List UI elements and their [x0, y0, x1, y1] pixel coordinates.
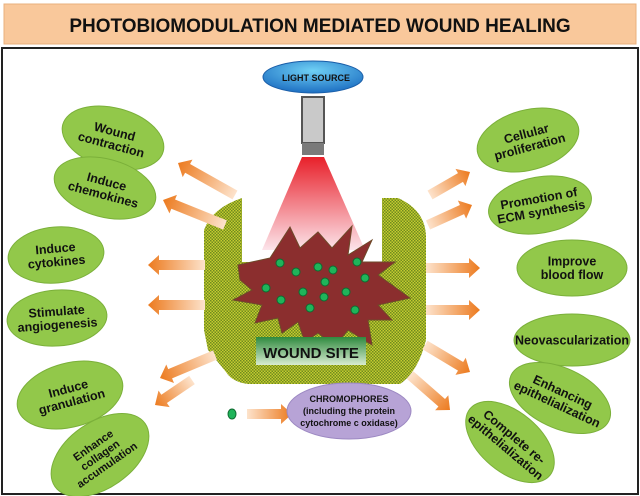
chromophore-dot	[313, 262, 323, 272]
arrows	[148, 159, 480, 424]
arrow	[148, 255, 205, 275]
chromophores-ellipse	[286, 382, 412, 440]
arrow	[406, 371, 451, 411]
chromophore-dot	[261, 283, 271, 293]
light-source-label: LIGHT SOURCE	[282, 73, 350, 83]
title-bar	[3, 3, 637, 45]
chromophore-dot	[319, 292, 329, 302]
effects: WoundcontractionInducechemokinesInducecy…	[6, 105, 631, 496]
arrow	[178, 159, 238, 200]
effect-label: Stimulate	[28, 303, 85, 321]
chromophore-dots	[261, 257, 370, 315]
chromophore-dot	[305, 303, 315, 313]
chromophore-dot	[320, 277, 330, 287]
chromophore-dot	[275, 258, 285, 268]
chromophore-dot	[350, 305, 360, 315]
page-title: PHOTOBIOMODULATION MEDIATED WOUND HEALIN…	[69, 16, 570, 37]
arrow	[427, 168, 470, 200]
chromophore-dot	[276, 295, 286, 305]
chromophore-dot	[328, 265, 338, 275]
arrow	[426, 258, 480, 278]
arrow	[155, 375, 195, 408]
arrow	[247, 404, 292, 424]
effect-label: angiogenesis	[17, 315, 98, 335]
effect-right-3: Neovascularization	[513, 313, 631, 367]
wound-lesion	[231, 224, 412, 347]
chromophore-dot	[360, 273, 370, 283]
wound-site-label: WOUND SITE	[263, 345, 359, 362]
chromophore-dot-legend	[227, 408, 237, 420]
effect-label: Neovascularization	[515, 333, 629, 347]
effect-label: cytokines	[27, 253, 86, 272]
chromophore-dot	[352, 257, 362, 267]
effect-label: Improve	[548, 255, 597, 269]
chromophores-title: CHROMOPHORES	[309, 394, 388, 404]
wound-site-box	[256, 337, 366, 365]
arrow	[422, 340, 470, 375]
chromophore-dot	[291, 267, 301, 277]
light-source	[262, 60, 364, 94]
effect-label: blood flow	[541, 268, 604, 282]
arrow	[426, 300, 480, 320]
chromophore-dot	[341, 287, 351, 297]
effect-label: Induce	[35, 240, 76, 257]
arrow	[160, 350, 217, 383]
chromophores-line-2: (including the protein	[303, 406, 395, 416]
light-lens	[302, 143, 324, 155]
chromophores-line-3: cytochrome c oxidase)	[300, 418, 398, 428]
chromophore-dot	[298, 287, 308, 297]
arrow	[163, 194, 227, 230]
light-beam	[262, 157, 365, 250]
arrow	[148, 295, 205, 315]
arrow	[425, 200, 473, 230]
light-tube	[301, 96, 325, 144]
